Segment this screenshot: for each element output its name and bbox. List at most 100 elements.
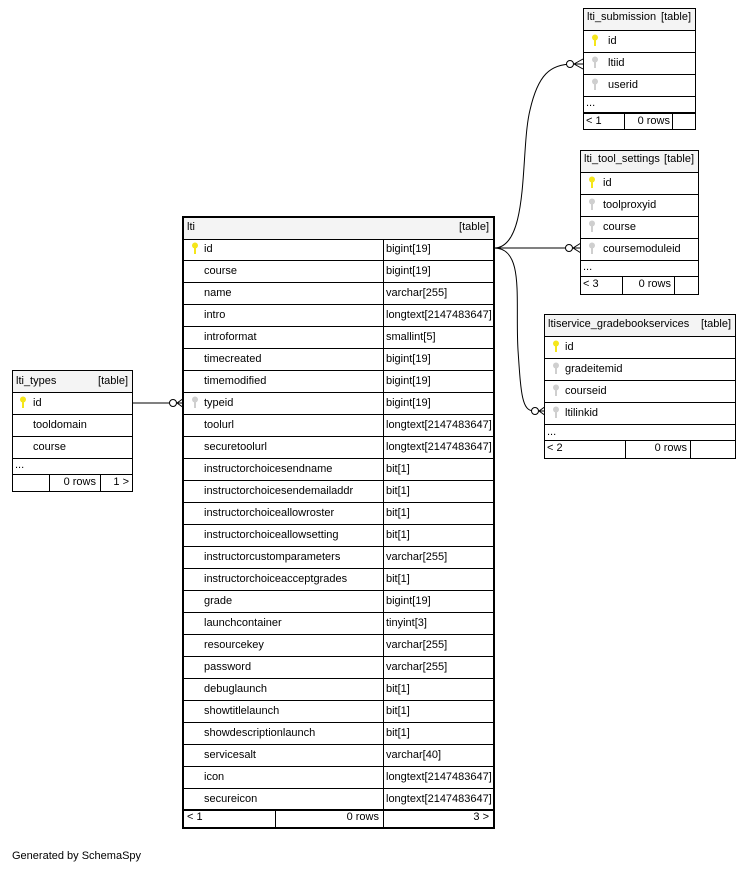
column-type: bigint[19] — [386, 595, 431, 607]
column-type: varchar[255] — [386, 287, 448, 299]
ellipsis: ... — [547, 426, 557, 438]
column-row[interactable]: course — [581, 217, 698, 239]
column-name: course — [603, 221, 637, 233]
table-lti-types[interactable]: lti_types [table] id tooldomain course .… — [12, 370, 133, 492]
divider — [383, 789, 384, 810]
table-header: lti [table] — [184, 218, 493, 240]
column-name: toolurl — [204, 419, 234, 431]
ellipsis: ... — [15, 459, 25, 471]
divider — [672, 114, 673, 129]
column-name: instructorchoicesendname — [204, 463, 333, 475]
children-count[interactable]: 1 > — [113, 476, 129, 488]
primary-key-icon — [589, 176, 595, 188]
primary-key-icon — [553, 340, 559, 352]
column-row[interactable]: ltiid — [584, 53, 695, 75]
column-row[interactable]: tooldomain — [13, 415, 132, 437]
column-name: showtitlelaunch — [204, 705, 280, 717]
divider — [690, 441, 691, 458]
foreign-key-icon — [192, 396, 198, 408]
column-name: timemodified — [204, 375, 267, 387]
column-row[interactable]: grade bigint[19] — [184, 591, 493, 613]
column-name: secureicon — [204, 793, 258, 805]
column-name: tooldomain — [33, 419, 87, 431]
column-row[interactable]: id — [581, 173, 698, 195]
primary-key-icon — [20, 396, 26, 408]
column-row[interactable]: coursemoduleid — [581, 239, 698, 261]
table-type: [table] — [664, 153, 694, 165]
column-row[interactable]: toolproxyid — [581, 195, 698, 217]
divider — [383, 283, 384, 304]
column-name: introformat — [204, 331, 257, 343]
column-type: bigint[19] — [386, 375, 431, 387]
column-row[interactable]: id — [13, 393, 132, 415]
more-columns: ... — [584, 97, 695, 113]
column-type: longtext[2147483647] — [386, 793, 492, 805]
column-name: instructorchoiceacceptgrades — [204, 573, 348, 585]
column-name: typeid — [204, 397, 234, 409]
divider — [383, 547, 384, 568]
children-count[interactable]: 3 > — [473, 811, 489, 823]
parents-count[interactable]: < 3 — [583, 278, 599, 290]
column-type: longtext[2147483647] — [386, 771, 492, 783]
generated-by-note: Generated by SchemaSpy — [12, 850, 142, 862]
divider — [383, 745, 384, 766]
parents-count[interactable]: < 1 — [586, 115, 602, 127]
table-name: lti_tool_settings — [584, 153, 660, 165]
divider — [383, 635, 384, 656]
divider — [383, 349, 384, 370]
column-row[interactable]: course — [13, 437, 132, 459]
column-row[interactable]: timemodified bigint[19] — [184, 371, 493, 393]
divider — [383, 767, 384, 788]
relationship-lti-gradebookservices — [493, 247, 535, 412]
column-row[interactable]: userid — [584, 75, 695, 97]
table-header: lti_tool_settings [table] — [581, 151, 698, 173]
foreign-key-icon — [553, 406, 559, 418]
column-row[interactable]: ltilinkid — [545, 403, 735, 425]
parents-count[interactable]: < 1 — [187, 811, 203, 823]
parents-count[interactable]: < 2 — [547, 442, 563, 454]
column-name: instructorchoiceallowroster — [204, 507, 335, 519]
column-name: instructorcustomparameters — [204, 551, 341, 563]
column-row[interactable]: id — [584, 31, 695, 53]
table-ltiservice-gradebookservices[interactable]: ltiservice_gradebookservices [table] id … — [544, 314, 736, 459]
column-name: password — [204, 661, 252, 673]
column-row[interactable]: password varchar[255] — [184, 657, 493, 679]
table-lti-tool-settings[interactable]: lti_tool_settings [table] id toolproxyid… — [580, 150, 699, 295]
column-name: grade — [204, 595, 233, 607]
more-columns: ... — [545, 425, 735, 441]
column-row[interactable]: courseid — [545, 381, 735, 403]
column-name: id — [603, 177, 612, 189]
column-type: bigint[19] — [386, 397, 431, 409]
column-row[interactable]: gradeitemid — [545, 359, 735, 381]
column-row[interactable]: typeid bigint[19] — [184, 393, 493, 415]
table-lti-submission[interactable]: lti_submission [table] id ltiid userid .… — [583, 8, 696, 130]
column-row[interactable]: id — [545, 337, 735, 359]
foreign-key-icon — [589, 198, 595, 210]
divider — [383, 701, 384, 722]
divider — [383, 525, 384, 546]
column-type: varchar[255] — [386, 661, 448, 673]
column-row[interactable]: secureicon longtext[2147483647] — [184, 789, 493, 811]
